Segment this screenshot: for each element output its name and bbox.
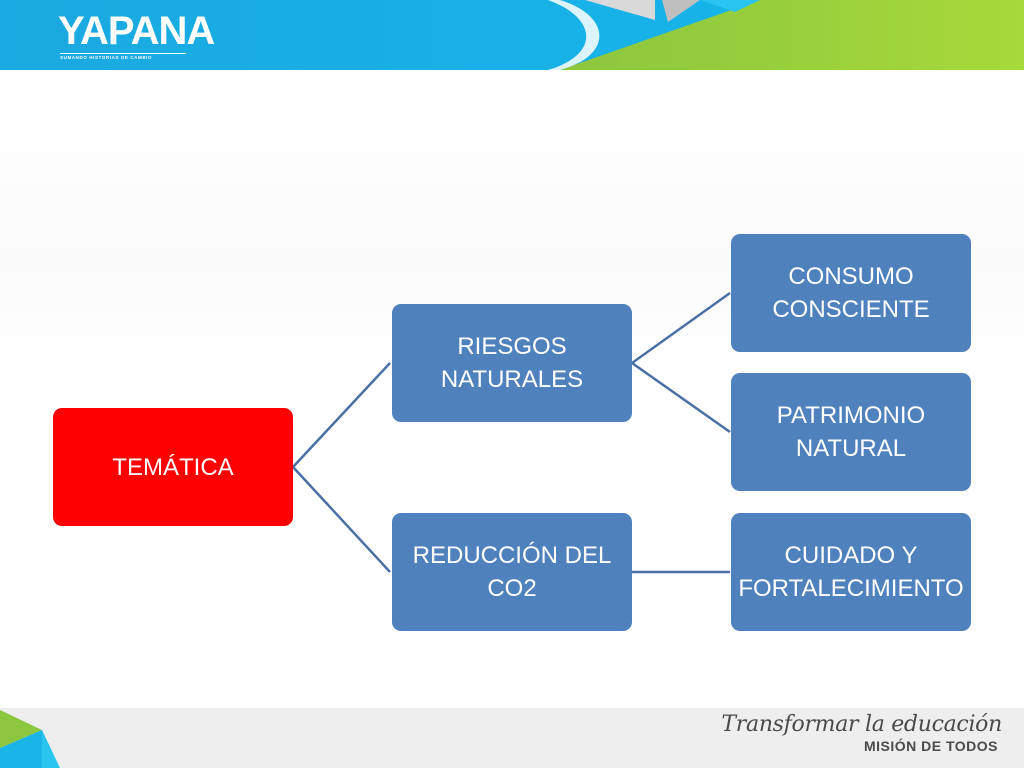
slogan-line-1: Transformar la educación (721, 712, 1002, 737)
yapana-logo[interactable]: YAPANA SUMANDO HISTORIAS DE CAMBIO (58, 9, 215, 60)
node-patrimonio-natural: PATRIMONIO NATURAL (731, 373, 971, 491)
logo-wordmark: YAPANA (58, 9, 215, 53)
header-banner: YAPANA SUMANDO HISTORIAS DE CAMBIO (0, 0, 1024, 70)
connector-root-to-riesgos (292, 362, 391, 468)
node-patrimonio-natural-label: PATRIMONIO NATURAL (776, 402, 926, 462)
node-reduccion-co2: REDUCCIÓN DEL CO2 (392, 513, 632, 631)
node-cuidado-fortalecimiento: CUIDADO Y FORTALECIMIENTO (731, 513, 971, 631)
node-riesgos-naturales-label: RIESGOS NATURALES (440, 333, 584, 393)
logo-tagline: SUMANDO HISTORIAS DE CAMBIO (60, 53, 186, 60)
node-reduccion-co2-label: REDUCCIÓN DEL CO2 (412, 542, 612, 602)
node-cuidado-fortalecimiento-label: CUIDADO Y FORTALECIMIENTO (738, 542, 964, 602)
slogan-line-2: MISIÓN DE TODOS (863, 738, 998, 754)
node-consumo-consciente: CONSUMO CONSCIENTE (731, 234, 971, 352)
connector-riesgos-to-consumo (631, 291, 731, 365)
node-riesgos-naturales: RIESGOS NATURALES (392, 304, 632, 422)
node-tematica-label: TEMÁTICA (112, 453, 234, 481)
node-tematica: TEMÁTICA (53, 408, 293, 526)
footer-bar (0, 708, 1024, 768)
node-consumo-consciente-label: CONSUMO CONSCIENTE (772, 263, 930, 323)
connector-root-to-reduccion (292, 466, 391, 573)
header-graphic (0, 0, 1024, 70)
footer-corner-graphic (0, 710, 60, 768)
footer-slogan: Transformar la educación MISIÓN DE TODOS (721, 712, 1002, 754)
connector-riesgos-to-patrimonio (631, 361, 731, 434)
